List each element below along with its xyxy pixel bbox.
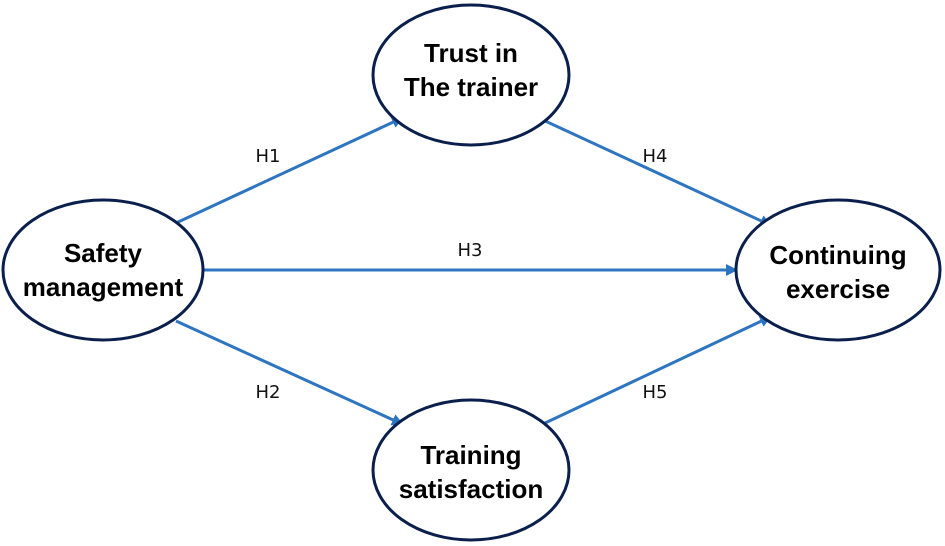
node-trust-line2: The trainer: [404, 72, 538, 102]
label-h4: H4: [643, 146, 668, 167]
node-safety-management: Safety management: [1, 198, 205, 342]
node-training-line1: Training: [420, 440, 521, 470]
label-h3: H3: [458, 240, 483, 261]
node-trust-in-trainer: Trust in The trainer: [371, 3, 571, 147]
node-continuing-line2: exercise: [786, 274, 890, 304]
node-training-line2: satisfaction: [399, 474, 544, 504]
label-h5: H5: [643, 382, 668, 403]
node-safety-line2: management: [23, 272, 184, 302]
node-trust-line1: Trust in: [424, 38, 518, 68]
node-training-satisfaction: Training satisfaction: [371, 398, 571, 542]
arrow-h5: [542, 315, 772, 426]
label-h2: H2: [256, 382, 281, 403]
node-continuing-line1: Continuing: [769, 240, 906, 270]
arrow-h4: [542, 118, 772, 227]
node-continuing-exercise: Continuing exercise: [734, 198, 942, 342]
label-h1: H1: [256, 146, 281, 167]
arrow-h2: [175, 319, 404, 426]
arrow-h1: [175, 116, 404, 225]
node-safety-line1: Safety: [64, 238, 143, 268]
